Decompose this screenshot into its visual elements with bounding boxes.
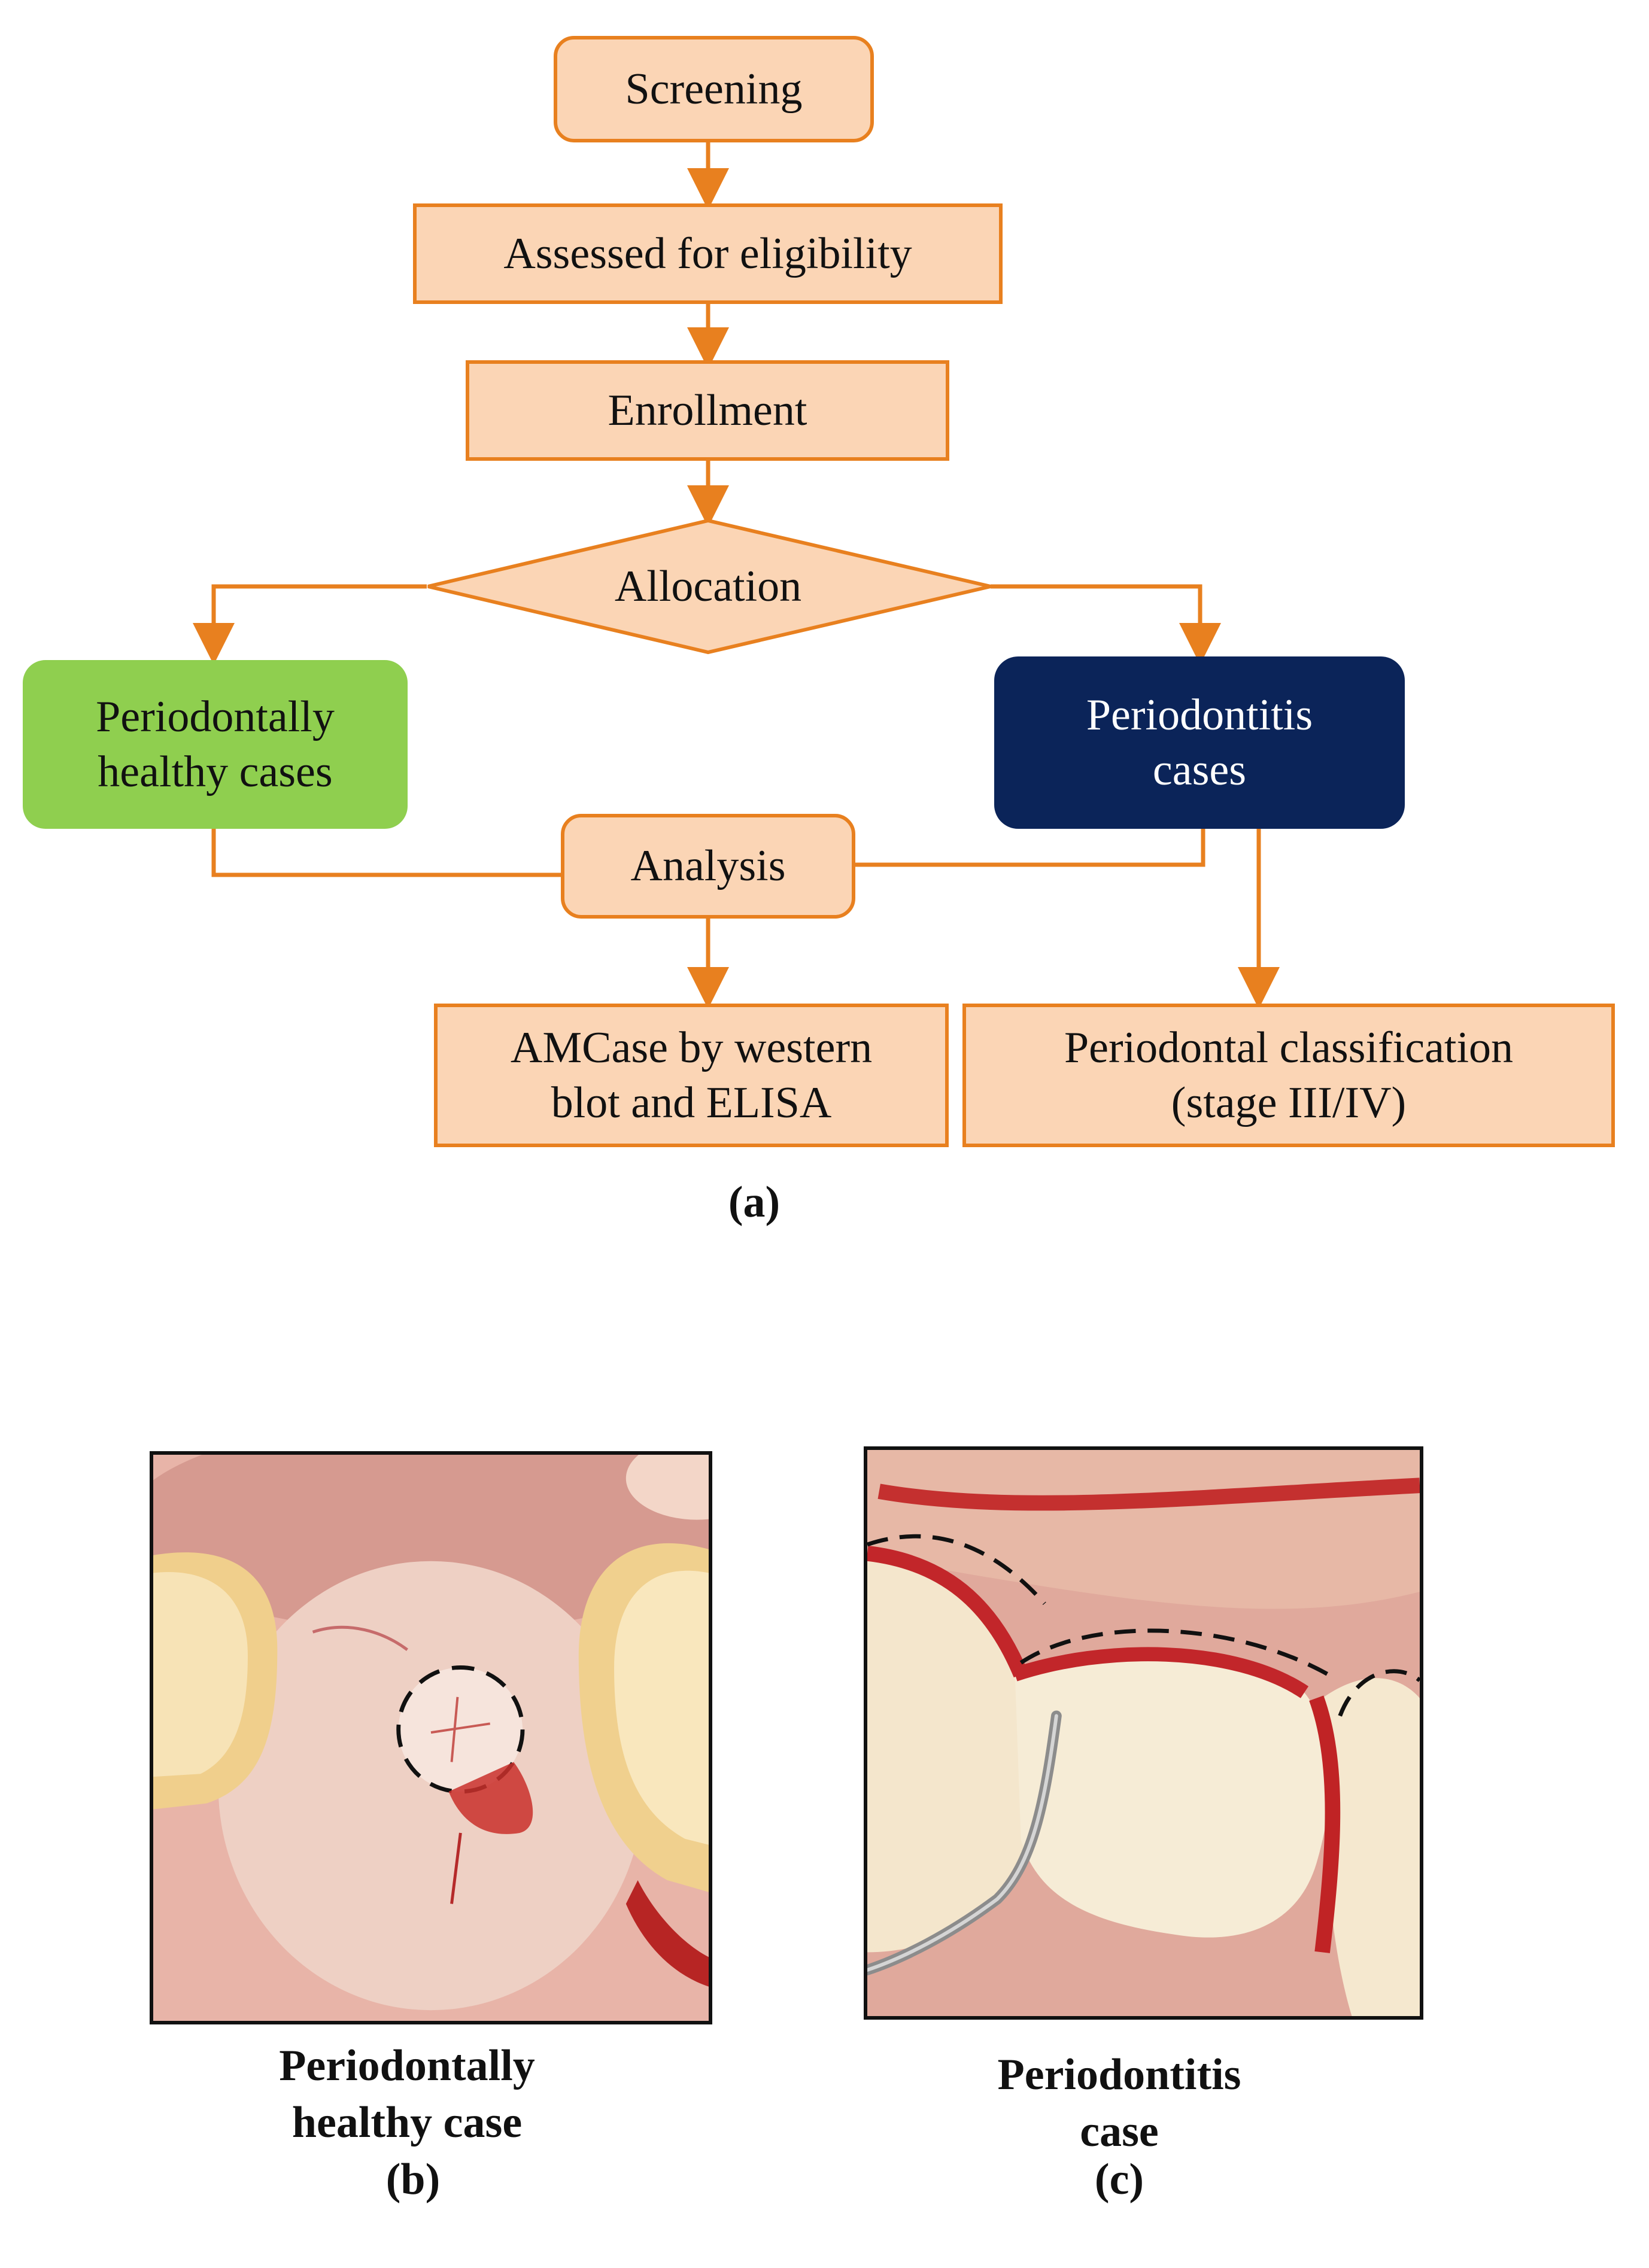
periodontitis-cases-box: Periodontitis cases bbox=[994, 656, 1405, 829]
line-periodontitis-to-analysis bbox=[853, 829, 1205, 867]
periodontitis-case-caption: Periodontitis case bbox=[997, 2050, 1241, 2156]
screening-label: Screening bbox=[625, 64, 803, 114]
allocation-diamond bbox=[427, 518, 991, 655]
analysis-label: Analysis bbox=[630, 841, 786, 891]
panel-a-label: (a) bbox=[728, 1178, 781, 1227]
amcase-label: AMCase by western blot and ELISA bbox=[510, 1023, 873, 1128]
classification-box: Periodontal classification (stage III/IV… bbox=[962, 1004, 1615, 1147]
line-healthy-to-analysis bbox=[211, 829, 563, 877]
allocation-label: Allocation bbox=[614, 561, 802, 611]
periodontitis-case-photo bbox=[864, 1446, 1423, 2020]
arrow-allocation-to-periodontitis bbox=[991, 584, 1221, 665]
eligibility-label: Assessed for eligibility bbox=[503, 229, 912, 278]
healthy-case-photo bbox=[150, 1451, 712, 2024]
screening-box: Screening bbox=[554, 36, 874, 142]
enrollment-label: Enrollment bbox=[608, 385, 807, 435]
classification-label: Periodontal classification (stage III/IV… bbox=[1064, 1023, 1514, 1128]
healthy-cases-label: Periodontally healthy cases bbox=[96, 692, 335, 797]
periodontitis-cases-label: Periodontitis cases bbox=[1086, 690, 1313, 795]
eligibility-box: Assessed for eligibility bbox=[413, 203, 1003, 304]
panel-c-label: (c) bbox=[1094, 2155, 1144, 2204]
amcase-box: AMCase by western blot and ELISA bbox=[434, 1004, 949, 1147]
healthy-cases-box: Periodontally healthy cases bbox=[23, 660, 408, 829]
enrollment-box: Enrollment bbox=[466, 360, 949, 461]
arrow-allocation-to-healthy bbox=[193, 584, 427, 665]
panel-b-label: (b) bbox=[385, 2155, 441, 2204]
analysis-box: Analysis bbox=[561, 814, 855, 919]
healthy-case-caption: Periodontally healthy case bbox=[279, 2041, 535, 2147]
